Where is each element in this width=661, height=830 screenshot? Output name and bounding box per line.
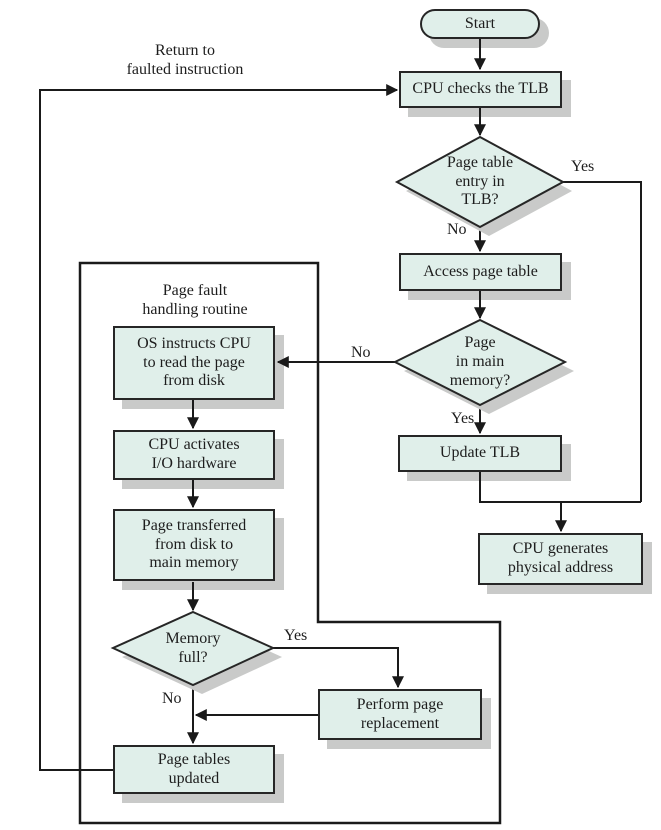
start-terminator: Start — [420, 9, 540, 39]
process-update-tlb: Update TLB — [398, 435, 562, 472]
return-to-faulted-instruction-label: Return to faulted instruction — [126, 42, 244, 78]
process-os-instructs-cpu: OS instructs CPU to read the page from d… — [113, 326, 275, 400]
memory-yes-label: Yes — [451, 410, 475, 427]
edges — [39, 39, 642, 771]
tlb-yes-label: Yes — [571, 158, 595, 175]
process-cpu-activates-io: CPU activates I/O hardware — [113, 430, 275, 480]
routine-boundary-box — [78, 261, 502, 825]
process-page-transferred: Page transferred from disk to main memor… — [113, 509, 275, 581]
process-perform-page-replacement: Perform page replacement — [318, 689, 482, 740]
decision-page-in-main-memory — [392, 318, 568, 407]
process-cpu-checks-tlb: CPU checks the TLB — [399, 71, 562, 108]
decision-page-table-entry-in-tlb — [394, 135, 566, 229]
memory-decision-text: Page in main memory? — [449, 334, 511, 389]
memory-full-decision-text: Memory full? — [165, 629, 221, 666]
full-yes-label: Yes — [284, 627, 308, 644]
decision-memory-full — [110, 610, 276, 687]
full-no-label: No — [162, 690, 182, 707]
process-access-page-table: Access page table — [399, 253, 562, 291]
page-fault-routine-title: Page fault handling routine — [142, 282, 248, 318]
process-cpu-generates-physical-address: CPU generates physical address — [478, 533, 643, 585]
edge-update-to-join — [479, 472, 641, 503]
edge-full-yes-to-perform — [273, 647, 404, 689]
edge-tlb-yes — [563, 181, 642, 502]
tlb-decision-text: Page table entry in TLB? — [446, 153, 514, 209]
process-page-tables-updated: Page tables updated — [113, 745, 275, 794]
memory-no-label: No — [351, 344, 371, 361]
tlb-no-label: No — [447, 221, 467, 238]
decision-diamonds — [110, 135, 574, 694]
edge-return-to-faulted-instruction — [39, 84, 399, 771]
